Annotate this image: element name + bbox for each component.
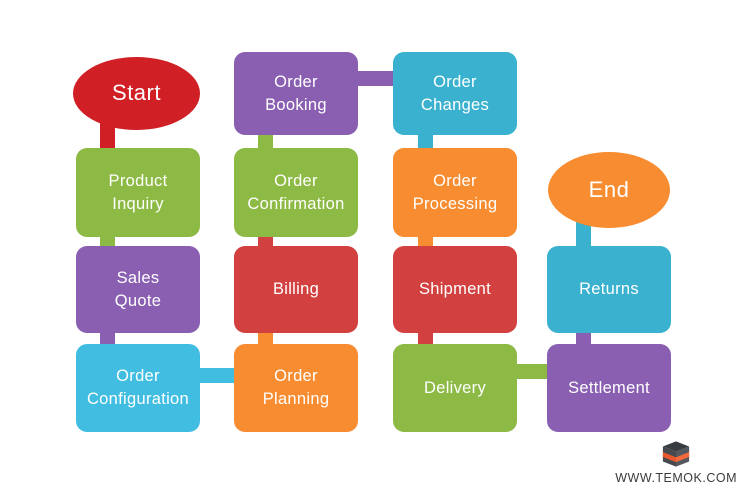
node-settlement-label: Settlement (568, 378, 650, 397)
node-product-inquiry-label: Product Inquiry (108, 171, 168, 213)
node-settlement: Settlement (547, 344, 671, 432)
node-billing-label: Billing (272, 280, 320, 299)
node-returns-label: Returns (579, 280, 639, 299)
connector-delivery-settlement (509, 364, 554, 379)
node-order-planning-label: Order Planning (262, 367, 330, 408)
node-end: End (548, 152, 670, 228)
node-order-confirmation: Order Confirmation (234, 148, 358, 237)
node-order-processing-label: Order Processing (412, 171, 498, 213)
node-order-changes: Order Changes (393, 52, 517, 135)
node-sales-quote: Sales Quote (76, 246, 200, 333)
node-shipment-label: Shipment (418, 280, 492, 299)
node-billing: Billing (234, 246, 358, 333)
connector-order-configuration-order-planning (196, 368, 238, 383)
node-order-planning: Order Planning (234, 344, 358, 432)
node-start-label: Start (112, 80, 161, 106)
node-delivery: Delivery (393, 344, 517, 432)
node-returns: Returns (547, 246, 671, 333)
node-product-inquiry: Product Inquiry (76, 148, 200, 237)
temok-cube-logo-icon (662, 441, 690, 467)
node-delivery-label: Delivery (424, 378, 486, 397)
connector-order-booking-order-changes (353, 71, 399, 86)
node-order-configuration: Order Configuration (76, 344, 200, 432)
brand-watermark: WWW.TEMOK.COM (615, 440, 737, 485)
node-sales-quote-label: Sales Quote (114, 268, 162, 310)
website-url: WWW.TEMOK.COM (615, 471, 737, 485)
node-shipment: Shipment (393, 246, 517, 333)
node-order-changes-label: Order Changes (420, 72, 490, 114)
node-order-confirmation-label: Order Confirmation (247, 171, 345, 213)
node-order-booking: Order Booking (234, 52, 358, 135)
node-end-label: End (588, 176, 630, 202)
node-order-processing: Order Processing (393, 148, 517, 237)
node-order-configuration-label: Order Configuration (86, 367, 190, 408)
node-order-booking-label: Order Booking (265, 72, 327, 114)
node-start: Start (73, 57, 200, 130)
